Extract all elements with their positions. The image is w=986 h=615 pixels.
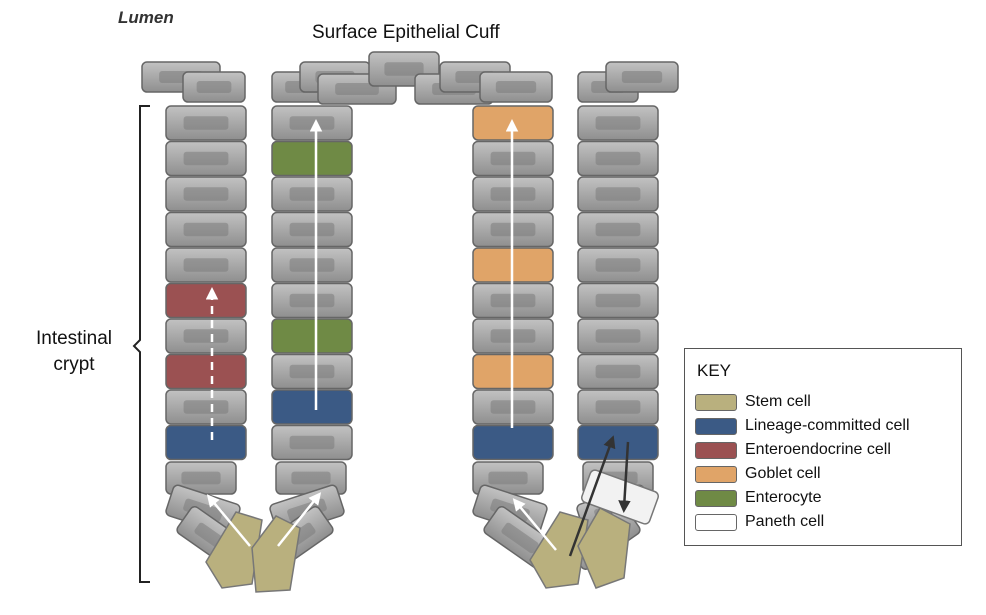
crypt-cell	[577, 389, 659, 425]
surface-epithelial-cuff-label: Surface Epithelial Cuff	[312, 22, 500, 43]
key-label: Goblet cell	[745, 465, 821, 482]
crypt-label-line1: Intestinal	[35, 328, 113, 349]
crypt-cell	[577, 211, 659, 248]
crypt-base-cell	[472, 461, 544, 495]
paneth-lineage-arrow	[618, 441, 631, 513]
paneth-cell-swatch	[695, 513, 737, 531]
key-item-enterocyte: Enterocyte	[695, 487, 821, 509]
key-item-lineage-committed-cell: Lineage-committed cell	[695, 415, 910, 437]
key-item-goblet-cell: Goblet cell	[695, 463, 821, 485]
arrows-layer	[205, 119, 631, 557]
paneth-lineage-arrow	[568, 435, 616, 557]
stem-cell-swatch	[695, 393, 737, 411]
colored-cell	[577, 424, 659, 461]
lumen-label: Lumen	[118, 8, 174, 27]
crypt-cell	[271, 424, 353, 461]
intestinal-crypt-label: Intestinal crypt	[26, 326, 122, 378]
key-legend: KEY Stem cell Lineage-committed cell Ent…	[684, 348, 962, 546]
stem-to-crypt-arrow	[277, 492, 322, 547]
stem-to-crypt-arrow	[512, 498, 557, 551]
crypt-cell	[271, 282, 353, 319]
key-item-enteroendocrine-cell: Enteroendocrine cell	[695, 439, 891, 461]
key-title: KEY	[697, 361, 732, 380]
crypt-cell	[577, 176, 659, 212]
crypt-cell	[577, 353, 659, 390]
crypt-cell	[271, 211, 353, 248]
crypt-cell	[165, 176, 247, 212]
stem-to-crypt-arrow	[206, 494, 251, 547]
surface-cell	[182, 71, 246, 103]
crypt-base-cell	[165, 461, 237, 495]
crypt-bracket	[132, 105, 150, 583]
key-label: Lineage-committed cell	[745, 417, 910, 434]
colored-cell	[271, 140, 353, 177]
crypt-cell	[271, 105, 353, 141]
crypt-cell	[577, 105, 659, 141]
stem-cell	[577, 506, 631, 589]
colored-cell	[165, 424, 247, 461]
key-item-stem-cell: Stem cell	[695, 391, 811, 413]
crypt-cell	[165, 318, 247, 354]
crypt-cell	[577, 318, 659, 354]
crypt-cell	[271, 353, 353, 390]
crypt-cell	[577, 282, 659, 319]
crypt-cell	[577, 247, 659, 283]
goblet-cell-swatch	[695, 465, 737, 483]
key-label: Stem cell	[745, 393, 811, 410]
crypt-cell	[271, 247, 353, 283]
crypt-cell	[271, 176, 353, 212]
lineage-committed-cell-swatch	[695, 417, 737, 435]
surface-cell	[605, 61, 679, 93]
crypt-cell	[165, 247, 247, 283]
crypt-cell	[165, 140, 247, 177]
key-item-paneth-cell: Paneth cell	[695, 511, 824, 533]
colored-cell	[165, 282, 247, 319]
enteroendocrine-cell-swatch	[695, 441, 737, 459]
crypt-label-line2: crypt	[53, 354, 95, 375]
key-label: Enteroendocrine cell	[745, 441, 891, 458]
crypt-cell	[577, 140, 659, 177]
enterocyte-swatch	[695, 489, 737, 507]
key-label: Enterocyte	[745, 489, 822, 506]
surface-cell	[479, 71, 553, 103]
colored-cell	[271, 318, 353, 354]
colored-cell	[165, 353, 247, 390]
colored-cell	[271, 389, 353, 425]
crypt-cell	[165, 211, 247, 248]
key-label: Paneth cell	[745, 513, 825, 530]
crypt-cell	[165, 389, 247, 425]
colored-cell	[472, 424, 554, 461]
crypt-cell	[165, 105, 247, 141]
